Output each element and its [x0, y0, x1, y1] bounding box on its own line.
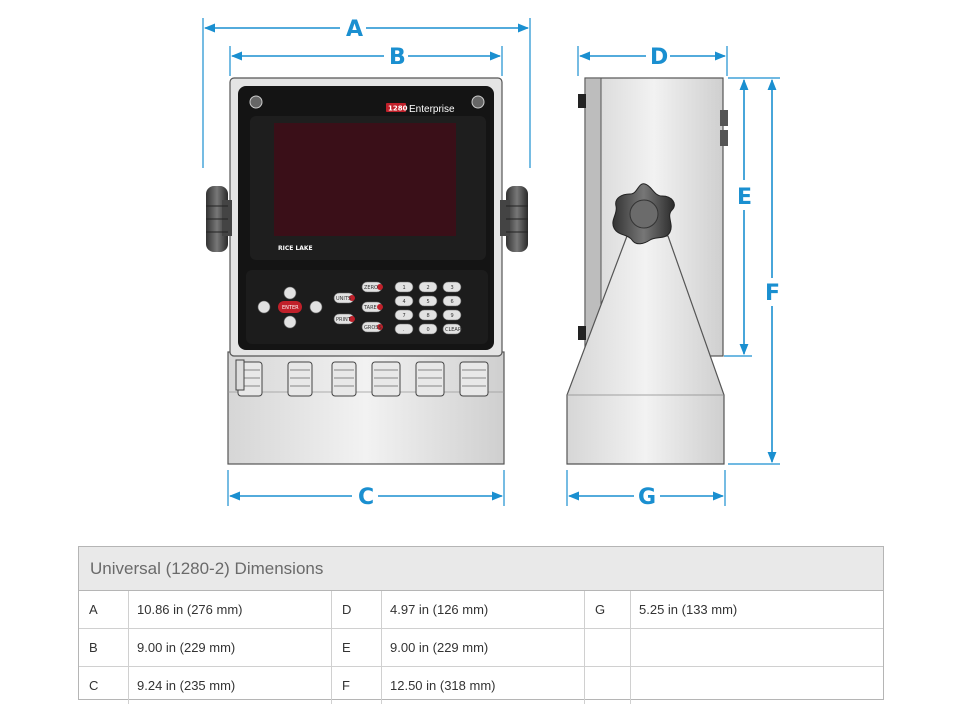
- number-key-label: 6: [451, 299, 454, 305]
- display-window: [274, 123, 456, 236]
- arrow-up-button: [283, 286, 297, 300]
- dimension-value: 12.50 in (318 mm): [382, 667, 585, 704]
- cable-gland-icon: [331, 361, 357, 397]
- dimension-value: [631, 629, 883, 666]
- dimension-value: 10.86 in (276 mm): [129, 591, 332, 628]
- number-key-label: .: [403, 327, 405, 333]
- dim-label-c: C: [358, 485, 374, 510]
- logo-text: RICE LAKE: [278, 245, 313, 252]
- dimension-letter: G: [585, 591, 631, 628]
- number-key-label: 1: [403, 285, 406, 291]
- dim-label-a: A: [346, 17, 363, 42]
- table-title: Universal (1280-2) Dimensions: [79, 547, 883, 591]
- function-key-label: GROSS: [364, 325, 382, 331]
- function-key-indicator: [377, 284, 383, 290]
- dimension-letter: D: [332, 591, 382, 628]
- dimension-letter: [585, 629, 631, 666]
- dim-label-g: G: [638, 485, 656, 510]
- function-key-indicator: [377, 304, 383, 310]
- number-key: [442, 323, 462, 335]
- number-keys: 1 2 3 4 5 6 7 8 9. 0 CLEAR: [394, 281, 462, 335]
- arrow-right-button: [309, 300, 323, 314]
- dimension-lines: A B C D G E F: [202, 17, 780, 510]
- function-key-indicator: [349, 316, 355, 322]
- number-key: [442, 309, 462, 321]
- number-key: [394, 295, 414, 307]
- number-key: [442, 281, 462, 293]
- enter-label: ENTER: [282, 305, 299, 311]
- dim-label-f: F: [765, 281, 780, 306]
- function-key-label: PRINT: [336, 317, 352, 323]
- model-label: Enterprise: [409, 104, 455, 115]
- dimension-diagram: 1280 Enterprise RICE LAKE ENTER UNITSZER…: [202, 17, 780, 510]
- number-key: [418, 295, 438, 307]
- function-key-label: TARE: [363, 305, 377, 311]
- number-key-label: CLEAR: [445, 327, 462, 333]
- number-key-label: 7: [403, 313, 406, 319]
- nav-cluster: ENTER: [257, 286, 323, 329]
- number-key: [418, 309, 438, 321]
- dimension-value: 5.25 in (133 mm): [639, 602, 738, 617]
- number-key: [418, 323, 438, 335]
- number-key: [418, 281, 438, 293]
- number-key: [394, 323, 414, 335]
- number-key: [394, 309, 414, 321]
- dimension-value: 9.00 in (229 mm): [129, 629, 332, 666]
- dimension-value: [631, 667, 883, 704]
- cable-gland-icon: [459, 361, 489, 397]
- right-knob-icon: [500, 186, 528, 252]
- dim-label-e: E: [737, 185, 752, 210]
- dimension-letter: A: [79, 591, 129, 628]
- number-key-label: 5: [427, 299, 430, 305]
- number-key-label: 9: [451, 313, 454, 319]
- enter-button: [278, 301, 302, 313]
- dim-label-d: D: [650, 45, 668, 70]
- function-keys: UNITS ZERO TARE PRINT GROSS: [333, 281, 383, 333]
- function-key-indicator: [377, 324, 383, 330]
- number-key: [394, 281, 414, 293]
- number-key-label: 0: [427, 327, 430, 333]
- dim-label-b: B: [389, 45, 406, 70]
- number-key-label: 8: [427, 313, 430, 319]
- cable-gland-icon: [287, 361, 313, 397]
- number-key-label: 2: [427, 285, 430, 291]
- side-gland-icon: [235, 359, 245, 391]
- dimension-letter: E: [332, 629, 382, 666]
- function-key-label: UNITS: [336, 296, 351, 302]
- cable-glands: [235, 359, 489, 397]
- dimension-value: 4.97 in (126 mm): [382, 591, 585, 628]
- function-key-label: ZERO: [364, 285, 378, 291]
- dimension-letter: B: [79, 629, 129, 666]
- number-key-label: 4: [403, 299, 406, 305]
- number-key: [442, 295, 462, 307]
- function-key-indicator: [349, 295, 355, 301]
- dimension-value: 9.24 in (235 mm): [129, 667, 332, 704]
- cable-gland-icon: [415, 361, 445, 397]
- dimension-letter: F: [332, 667, 382, 704]
- arrow-down-button: [283, 315, 297, 329]
- arrow-left-button: [257, 300, 271, 314]
- dimension-value: 9.00 in (229 mm): [382, 629, 585, 666]
- left-knob-icon: [206, 186, 232, 252]
- dimension-letter: [585, 667, 631, 704]
- dimension-letter: C: [79, 667, 129, 704]
- side-view: [566, 77, 728, 465]
- number-key-label: 3: [451, 285, 454, 291]
- front-view: 1280 Enterprise RICE LAKE ENTER UNITSZER…: [206, 77, 528, 465]
- brand-label: 1280: [388, 105, 408, 113]
- cable-gland-icon: [371, 361, 401, 397]
- front-housing-bottom: [227, 351, 505, 465]
